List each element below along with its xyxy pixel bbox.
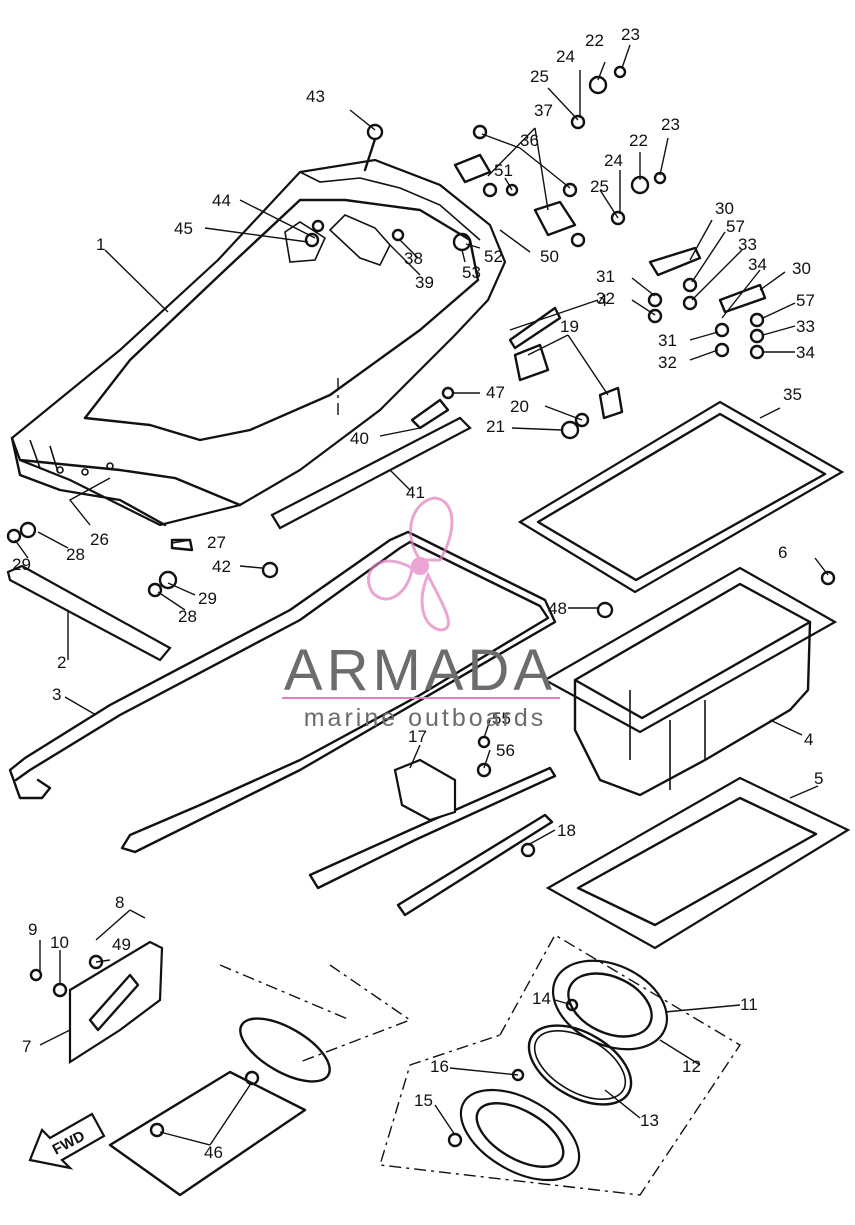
callout-6: 6 (778, 543, 787, 562)
callout-31-top: 31 (596, 267, 615, 286)
callout-31-bottom: 31 (658, 331, 677, 350)
callout-13: 13 (640, 1111, 659, 1130)
callout-29-right: 29 (198, 589, 217, 608)
callout-17: 17 (408, 727, 427, 746)
bracket-7 (68, 940, 164, 1065)
vent-assembly (379, 934, 741, 1196)
callout-labels: 1 2 3 4 4 5 6 7 8 9 10 11 12 13 14 15 16… (12, 25, 823, 1162)
callout-22-top: 22 (585, 31, 604, 50)
callout-18: 18 (557, 821, 576, 840)
frame-rail (8, 530, 557, 854)
callout-33-top: 33 (738, 235, 757, 254)
fwd-direction-arrow: FWD (28, 1112, 106, 1170)
callout-37: 37 (534, 101, 553, 120)
callout-42: 42 (212, 557, 231, 576)
propeller-logo-icon (366, 496, 454, 632)
callout-55: 55 (492, 709, 511, 728)
callout-50: 50 (540, 247, 559, 266)
callout-34-top: 34 (748, 255, 767, 274)
rod-40-41 (270, 416, 472, 530)
watermark-brand: ARMADA (284, 638, 556, 703)
storage-tray-4 (542, 566, 838, 797)
callout-24-mid: 24 (604, 151, 623, 170)
callout-47: 47 (486, 383, 505, 402)
callout-19: 19 (560, 317, 579, 336)
callout-34-right: 34 (796, 343, 815, 362)
callout-7: 7 (22, 1037, 31, 1056)
callout-11: 11 (740, 995, 758, 1014)
callout-15: 15 (414, 1091, 433, 1110)
callout-23-top: 23 (621, 25, 640, 44)
callout-41: 41 (406, 483, 425, 502)
vent-holes (108, 964, 412, 1197)
callout-51: 51 (494, 161, 513, 180)
callout-38: 38 (404, 249, 423, 268)
callout-36: 36 (520, 131, 539, 150)
callout-14: 14 (532, 989, 551, 1008)
callout-46: 46 (204, 1143, 223, 1162)
callout-4-upper: 4 (598, 291, 607, 310)
callout-2: 2 (57, 653, 66, 672)
callout-28-left: 28 (66, 545, 85, 564)
callout-44: 44 (212, 191, 231, 210)
callout-25-top: 25 (530, 67, 549, 86)
lower-frame (308, 758, 557, 917)
callout-1: 1 (96, 235, 105, 254)
callout-24-top: 24 (556, 47, 575, 66)
callout-26: 26 (90, 530, 109, 549)
watermark-tagline: marine outboards (304, 704, 547, 732)
callout-57-right: 57 (796, 291, 815, 310)
leader-lines (14, 44, 829, 1146)
callout-39: 39 (415, 273, 434, 292)
callout-28-right: 28 (178, 607, 197, 626)
callout-10: 10 (50, 933, 69, 952)
callout-9: 9 (28, 920, 37, 939)
callout-43: 43 (306, 87, 325, 106)
callout-53: 53 (462, 263, 481, 282)
callout-20: 20 (510, 397, 529, 416)
hood-cover (10, 158, 507, 527)
callout-45: 45 (174, 219, 193, 238)
callout-56: 56 (496, 741, 515, 760)
callout-32-bottom: 32 (658, 353, 677, 372)
callout-30-right: 30 (792, 259, 811, 278)
callout-4-tray: 4 (804, 730, 813, 749)
gasket-plate-5 (545, 776, 851, 950)
callout-21: 21 (486, 417, 505, 436)
callout-29-left: 29 (12, 555, 31, 574)
gasket-frame-35 (517, 400, 845, 594)
callout-48: 48 (548, 599, 567, 618)
rod-short (6, 564, 172, 662)
fasteners (6, 65, 836, 1148)
callout-27: 27 (207, 533, 226, 552)
callout-30-top: 30 (715, 199, 734, 218)
callout-35: 35 (783, 385, 802, 404)
callout-49: 49 (112, 935, 131, 954)
callout-57-top: 57 (726, 217, 745, 236)
callout-5: 5 (814, 769, 823, 788)
callout-3: 3 (52, 685, 61, 704)
callout-25-mid: 25 (590, 177, 609, 196)
callout-33-right: 33 (796, 317, 815, 336)
callout-8: 8 (115, 893, 124, 912)
callout-52: 52 (484, 247, 503, 266)
callout-16: 16 (430, 1057, 449, 1076)
callout-22-mid: 22 (629, 131, 648, 150)
callout-32-top: 32 (596, 289, 615, 308)
armada-watermark: ARMADA marine outboards (282, 496, 560, 732)
callout-12: 12 (682, 1057, 701, 1076)
callout-23-mid: 23 (661, 115, 680, 134)
callout-40: 40 (350, 429, 369, 448)
